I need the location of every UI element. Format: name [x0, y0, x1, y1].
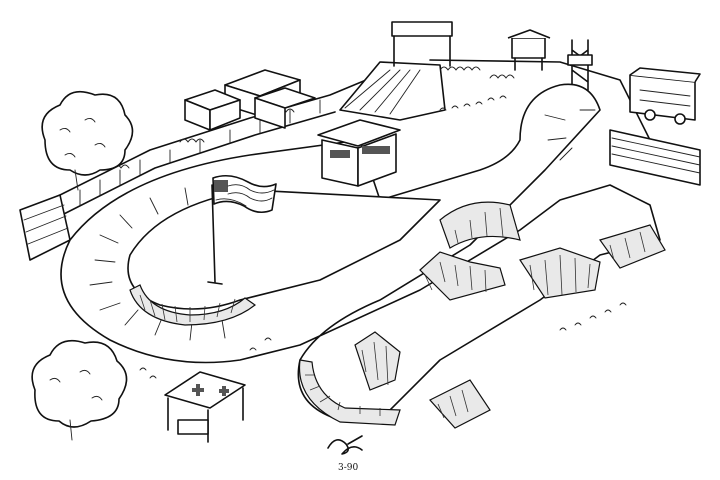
first-aid-tent [164, 371, 246, 443]
jump [519, 247, 601, 299]
berm [129, 284, 257, 326]
start-hill [339, 21, 453, 121]
bleachers-right [609, 129, 701, 186]
american-flag-icon [212, 174, 277, 214]
berm [354, 331, 401, 391]
judges-tower [507, 29, 551, 71]
tree-icon [31, 339, 128, 441]
vendor-tent [254, 87, 316, 129]
trailer [629, 67, 701, 125]
red-cross-icon [192, 384, 204, 396]
bmx-track [60, 83, 661, 421]
vendor-tent [184, 89, 241, 131]
red-cross-icon [219, 386, 229, 396]
flag-pole [207, 174, 277, 285]
artist-signature: 3-90 [327, 435, 363, 473]
bleachers-left [19, 194, 71, 261]
spectator-crowd [139, 95, 627, 379]
vendor-tents [184, 69, 316, 131]
berm [298, 359, 401, 426]
start-banner [391, 21, 453, 37]
berm [429, 379, 491, 429]
signature-date: 3-90 [338, 463, 358, 473]
jump-mounds [129, 201, 666, 429]
jump [419, 251, 506, 301]
jump [439, 201, 521, 249]
tree-icon [41, 90, 134, 191]
scoring-tower [567, 39, 593, 91]
berm [599, 224, 666, 269]
announcer-booth [317, 119, 401, 187]
